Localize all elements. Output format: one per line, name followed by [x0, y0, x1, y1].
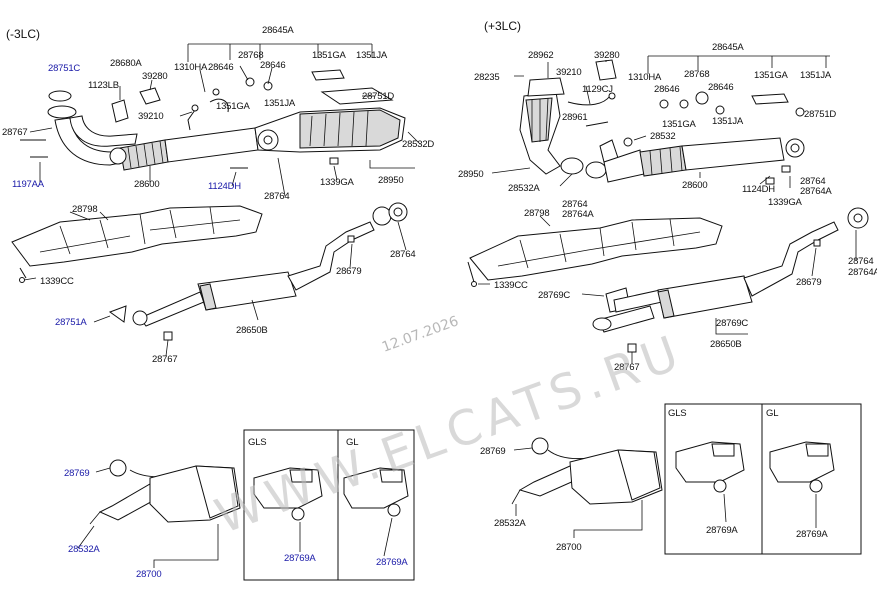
label-gl-right: GL: [766, 408, 778, 419]
label-r-28764a: 28764A: [800, 186, 832, 197]
label-39210: 39210: [138, 111, 163, 122]
label-r-1351ga: 1351GA: [754, 70, 789, 81]
label-28769a: 28769A: [284, 553, 316, 564]
label-28679: 28679: [336, 266, 361, 277]
label-28600: 28600: [134, 179, 159, 190]
label-1124dh: 1124DH: [208, 181, 241, 192]
label-r-28764-b: 28764: [562, 199, 587, 210]
right-rear-muffler: [511, 403, 862, 555]
label-1123lb: 1123LB: [88, 80, 119, 91]
label-r-39280: 39280: [594, 50, 619, 61]
label-r-28769c: 28769C: [538, 290, 570, 301]
label-1339ga: 1339GA: [320, 177, 355, 188]
label-28764-b: 28764: [390, 249, 415, 260]
label-r-28532a-b: 28532A: [494, 518, 526, 529]
label-r-28532: 28532: [650, 131, 675, 142]
label-r-28764a-b: 28764A: [562, 209, 594, 220]
label-r-28764-c: 28764: [848, 256, 873, 267]
label-r-28798: 28798: [524, 208, 549, 219]
label-1310ha: 1310HA: [174, 62, 208, 73]
label-r-28769a-b: 28769A: [796, 529, 828, 540]
label-28950: 28950: [378, 175, 403, 186]
label-28798: 28798: [72, 204, 97, 215]
header-plus-3lc: (+3LC): [484, 19, 521, 33]
label-28767-b: 28767: [152, 354, 177, 365]
label-r-28767: 28767: [614, 362, 639, 373]
label-28767: 28767: [2, 127, 27, 138]
label-r-1339cc: 1339CC: [494, 280, 528, 291]
label-r-28646-a: 28646: [654, 84, 679, 95]
left-rear-muffler: [77, 429, 415, 581]
label-28650b: 28650B: [236, 325, 268, 336]
label-1351ga-b: 1351GA: [216, 101, 251, 112]
label-1197aa: 1197AA: [12, 179, 45, 190]
label-28645a: 28645A: [262, 25, 294, 36]
label-r-1339ga: 1339GA: [768, 197, 803, 208]
label-r-28764a-c: 28764A: [848, 267, 877, 278]
label-28646-b: 28646: [260, 60, 285, 71]
label-39280: 39280: [142, 71, 167, 82]
label-28751c: 28751C: [48, 63, 80, 74]
right-heat-shield-and-center-muffler: [467, 207, 869, 364]
label-r-28532a: 28532A: [508, 183, 540, 194]
label-r-1124dh: 1124DH: [742, 184, 775, 195]
label-28646-a: 28646: [208, 62, 233, 73]
label-28769: 28769: [64, 468, 89, 479]
label-r-28768: 28768: [684, 69, 709, 80]
label-28764: 28764: [264, 191, 289, 202]
label-gls-left: GLS: [248, 437, 266, 448]
label-gls-right: GLS: [668, 408, 686, 419]
label-r-28769a: 28769A: [706, 525, 738, 536]
header-minus-3lc: (-3LC): [6, 27, 40, 41]
label-r-28961: 28961: [562, 112, 587, 123]
label-r-28646-b: 28646: [708, 82, 733, 93]
watermark-text: WWW.ELCATS.RU: [208, 324, 691, 545]
label-r-39210: 39210: [556, 67, 581, 78]
label-r-28700: 28700: [556, 542, 581, 553]
right-front-pipe-assembly: [491, 55, 830, 188]
label-28532a: 28532A: [68, 544, 100, 555]
left-heat-shield-and-center-muffler: [11, 202, 408, 357]
label-28751a: 28751A: [55, 317, 87, 328]
label-r-28769c-b: 28769C: [716, 318, 748, 329]
label-r-28751d: 28751D: [804, 109, 836, 120]
label-r-28600: 28600: [682, 180, 707, 191]
label-r-1351ja: 1351JA: [800, 70, 832, 81]
label-28700: 28700: [136, 569, 161, 580]
label-1339cc: 1339CC: [40, 276, 74, 287]
label-r-28235: 28235: [474, 72, 499, 83]
label-r-1129cj: 1129CJ: [582, 84, 613, 95]
label-28680a: 28680A: [110, 58, 142, 69]
label-28768: 28768: [238, 50, 263, 61]
label-1351ja-b: 1351JA: [264, 98, 296, 109]
label-1351ga: 1351GA: [312, 50, 347, 61]
label-28769a-b: 28769A: [376, 557, 408, 568]
label-1351ja: 1351JA: [356, 50, 388, 61]
label-r-28650b: 28650B: [710, 339, 742, 350]
label-r-28769: 28769: [480, 446, 505, 457]
label-r-1310ha: 1310HA: [628, 72, 662, 83]
label-r-28962: 28962: [528, 50, 553, 61]
label-r-1351ga-b: 1351GA: [662, 119, 697, 130]
label-r-28764: 28764: [800, 176, 825, 187]
label-r-28645a: 28645A: [712, 42, 744, 53]
left-front-pipe-assembly: [20, 43, 421, 197]
label-28751d: 28751D: [362, 91, 394, 102]
label-gl-left: GL: [346, 437, 358, 448]
label-r-28679: 28679: [796, 277, 821, 288]
label-28532d: 28532D: [402, 139, 434, 150]
label-r-1351ja-b: 1351JA: [712, 116, 744, 127]
watermark-date: 12.07.2026: [380, 313, 461, 355]
label-r-28950: 28950: [458, 169, 483, 180]
